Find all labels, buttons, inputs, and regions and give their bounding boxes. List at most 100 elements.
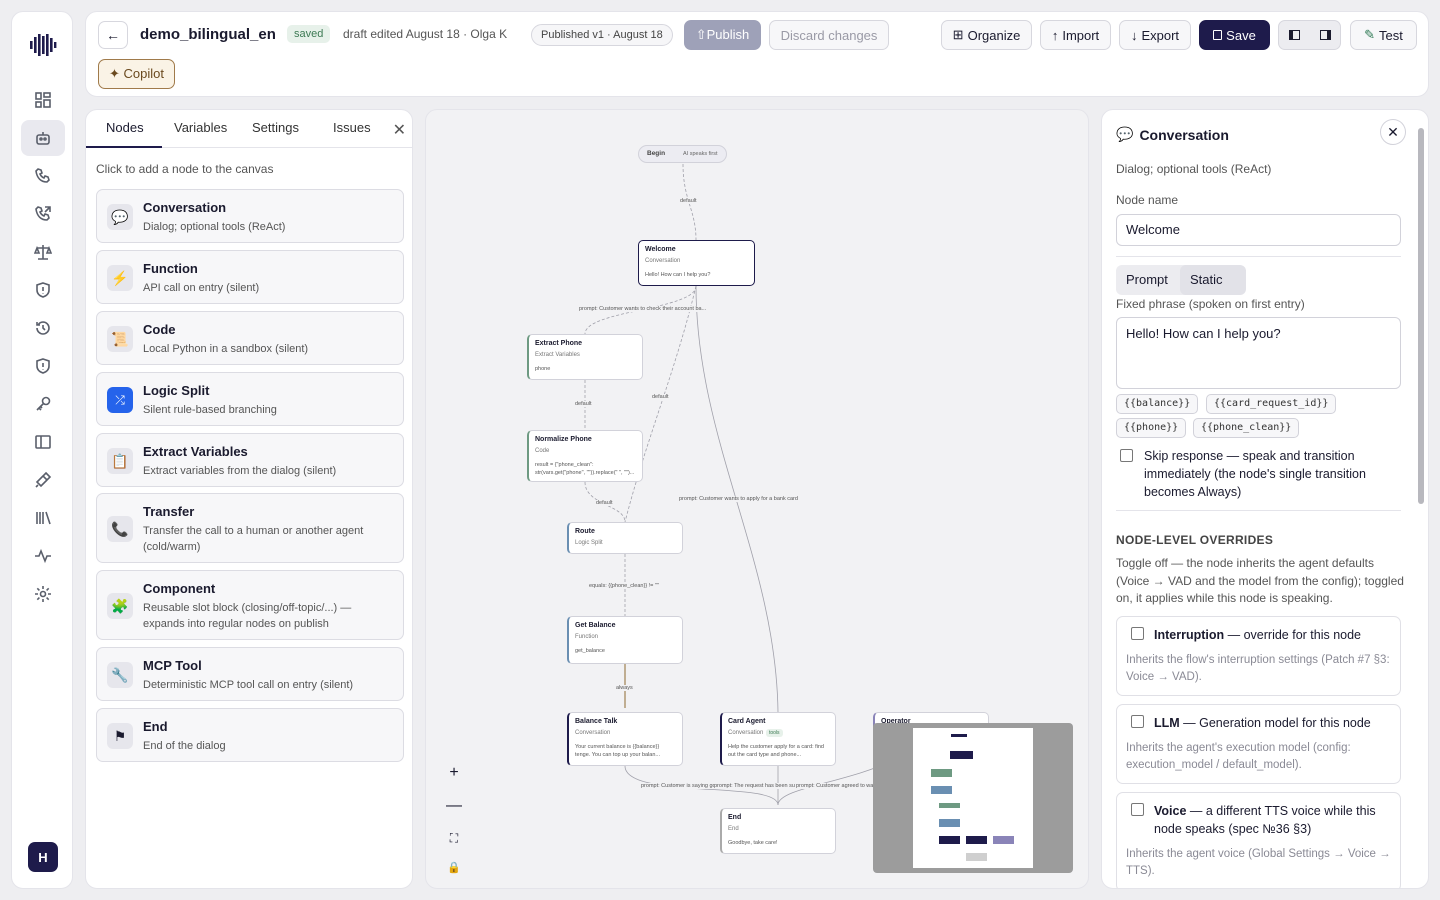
node-card-desc: Local Python in a sandbox (silent) [143,343,309,355]
phone-icon[interactable] [21,158,65,194]
override-checkbox[interactable] [1131,715,1144,728]
node-end[interactable]: End End Goodbye, take care! [720,808,836,854]
node-type: Logic Split [575,540,603,546]
node-card-extract-variables[interactable]: 📋 Extract Variables Extract variables fr… [96,433,404,487]
plugin-icon[interactable] [21,462,65,498]
publish-button[interactable]: ⇧Publish [684,20,761,50]
override-rest: — a different TTS voice while this node … [1154,804,1376,836]
override-checkbox[interactable] [1131,627,1144,640]
node-card-end[interactable]: ⚑ End End of the dialog [96,708,404,762]
seg-prompt[interactable]: Prompt [1126,272,1168,287]
library-icon[interactable] [21,500,65,536]
override-rest: — Generation model for this node [1179,716,1371,730]
minimap-node [966,836,987,844]
save-button[interactable]: Save [1199,20,1270,50]
node-card-code[interactable]: 📜 Code Local Python in a sandbox (silent… [96,311,404,365]
close-icon[interactable]: ✕ [392,122,406,139]
node-balance-talk[interactable]: Balance Talk Conversation Your current b… [567,712,683,766]
node-card-logic-split[interactable]: ⤮ Logic Split Silent rule-based branchin… [96,372,404,426]
node-card-desc: Silent rule-based branching [143,404,277,416]
flag-icon: ⚑ [107,723,133,749]
node-extract-phone[interactable]: Extract Phone Extract Variables phone [527,334,643,380]
seg-static[interactable]: Static [1190,272,1223,287]
scale-icon[interactable] [21,234,65,270]
override-desc: Inherits the flow's interruption setting… [1126,654,1390,683]
zoom-in-icon[interactable]: + [449,764,459,781]
fixed-phrase-label: Fixed phrase (spoken on first entry) [1116,297,1305,311]
node-card-mcp-tool[interactable]: 🔧 MCP Tool Deterministic MCP tool call o… [96,647,404,701]
organize-button[interactable]: ⊞Organize [941,20,1032,50]
override-checkbox[interactable] [1131,803,1144,816]
node-title: Card Agent [728,718,766,725]
nav-rail: H [11,11,73,889]
node-body: Your current balance is {{balance}} teng… [575,744,661,758]
phone-icon: 📞 [107,516,133,542]
node-card-conversation[interactable]: 💬 Conversation Dialog; optional tools (R… [96,189,404,243]
edge-label: prompt: Customer wants to apply for a ba… [679,496,798,502]
export-button[interactable]: ↓Export [1119,20,1191,50]
activity-icon[interactable] [21,538,65,574]
test-button[interactable]: ✎Test [1350,20,1417,50]
node-card-agent[interactable]: Card Agent Conversation tools Help the c… [720,712,836,766]
section-description: Toggle off — the node inherits the agent… [1116,556,1404,605]
node-card-desc: API call on entry (silent) [143,282,260,294]
node-type: Conversation [575,730,611,736]
node-normalize-phone[interactable]: Normalize Phone Code result = {"phone_cl… [527,430,643,482]
tools-badge: tools [766,729,783,737]
minimap[interactable] [873,723,1073,873]
override-name: LLM [1154,716,1180,730]
variable-chip[interactable]: {{phone}} [1116,418,1187,438]
back-button[interactable]: ← [98,21,128,49]
dashboard-icon[interactable] [21,82,65,118]
sidebar-icon[interactable] [21,424,65,460]
variable-chip[interactable]: {{balance}} [1116,394,1199,414]
discard-changes-button[interactable]: Discard changes [769,20,889,50]
node-card-function[interactable]: ⚡ Function API call on entry (silent) [96,250,404,304]
phone-outgoing-icon[interactable] [21,196,65,232]
key-icon[interactable] [21,386,65,422]
panel-right-icon[interactable] [1319,30,1331,40]
settings-icon[interactable] [21,576,65,612]
node-get-balance[interactable]: Get Balance Function get_balance [567,616,683,664]
history-icon[interactable] [21,310,65,346]
scrollbar[interactable] [1418,128,1424,504]
page-title: demo_bilingual_en [140,26,276,43]
tab-variables[interactable]: Variables [174,120,228,135]
node-name-input[interactable]: Welcome [1116,214,1401,246]
node-welcome[interactable]: Welcome Conversation Hello! How can I he… [638,240,755,286]
zoom-out-icon[interactable]: — [446,797,462,815]
skip-response-checkbox[interactable] [1120,449,1133,462]
copilot-button[interactable]: ✦ Copilot [98,59,175,89]
variable-chip[interactable]: {{card_request_id}} [1206,394,1337,414]
flow-canvas[interactable]: Begin AI speaks first Welcome Conversati… [425,109,1089,889]
variable-chip[interactable]: {{phone_clean}} [1193,418,1300,438]
node-body: Goodbye, take care! [728,840,778,846]
node-card-desc: Extract variables from the dialog (silen… [143,465,337,477]
layout-toggle[interactable] [1278,20,1341,50]
lock-icon[interactable]: 🔒 [447,861,461,874]
node-card-component[interactable]: 🧩 Component Reusable slot block (closing… [96,570,404,640]
override-llm: LLM — Generation model for this node Inh… [1116,704,1401,784]
node-type: Conversation [728,730,764,736]
tab-issues[interactable]: Issues [333,120,371,135]
node-card-title: Code [143,322,176,337]
import-button[interactable]: ↑Import [1040,20,1111,50]
node-name-label: Node name [1116,193,1179,207]
avatar[interactable]: H [28,842,58,872]
close-icon[interactable]: ✕ [1380,119,1406,145]
tab-settings[interactable]: Settings [252,120,299,135]
minimap-node [939,803,960,808]
test-label: Test [1379,27,1403,43]
fit-view-icon[interactable]: ⛶ [449,830,459,845]
panel-left-icon[interactable] [1288,30,1300,40]
begin-node[interactable]: Begin AI speaks first [638,145,727,163]
node-route[interactable]: Route Logic Split [567,522,683,554]
fixed-phrase-textarea[interactable]: Hello! How can I help you? [1116,317,1401,389]
agents-icon[interactable] [21,120,65,156]
shield-alert-icon[interactable] [21,348,65,384]
shield-icon[interactable] [21,272,65,308]
edge-label: default [575,401,592,407]
tab-nodes[interactable]: Nodes [106,120,144,135]
node-card-transfer[interactable]: 📞 Transfer Transfer the call to a human … [96,493,404,563]
edge-label: default [596,500,613,506]
